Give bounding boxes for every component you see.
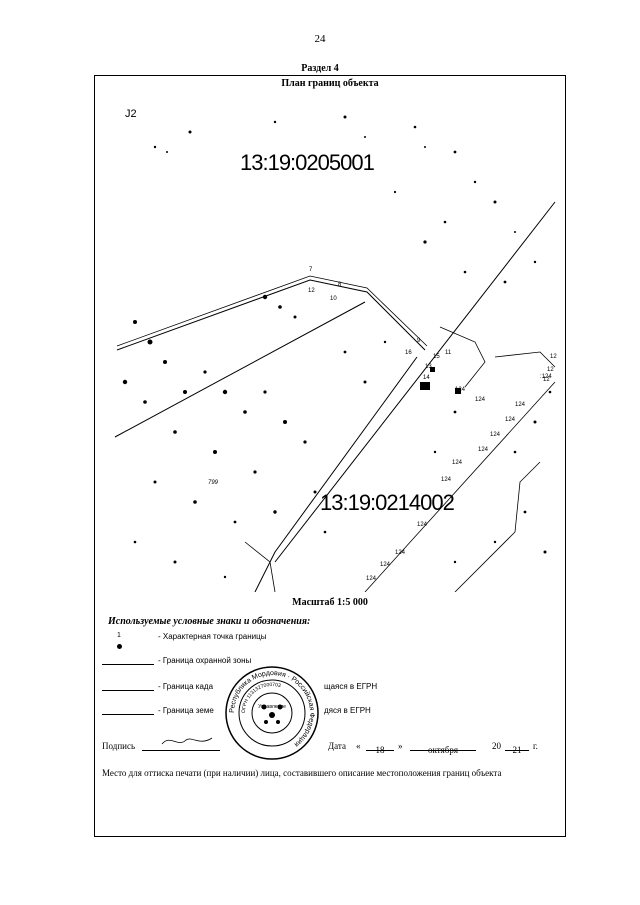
point-label: 15 [433, 354, 440, 360]
point-label-124: 124 [505, 417, 516, 423]
point-label: 14 [423, 375, 430, 381]
legend-line-sample [102, 664, 154, 665]
signature-line [142, 737, 220, 751]
cadastral-map: J2 13:19:0205001 13:19:0214002 799 7 8 9… [95, 92, 565, 592]
point-label-124: 124 [478, 447, 489, 453]
date-year-suffix: 21 [512, 745, 522, 755]
boundary-point-icon [117, 644, 122, 649]
stamp-seal-icon: Республика Мордовия · Российская Федерац… [225, 666, 319, 760]
section-title: Раздел 4 [301, 63, 339, 74]
date-year-unit: г. [533, 741, 538, 751]
date-year-field: 21 [505, 740, 529, 755]
point-label-124: 124 [452, 460, 463, 466]
cadastral-number-bottom: 13:19:0214002 [320, 490, 455, 515]
parcel-label: 799 [208, 480, 219, 486]
stamp-center-text: Управление [258, 704, 286, 710]
legend-item-cadastral-boundary-tail: щаяся в ЕГРН [324, 682, 378, 691]
point-label-124: 124 [380, 562, 391, 568]
point-label-124: 124 [515, 402, 526, 408]
date-day-field: 18 [366, 740, 394, 755]
point-label: 7 [309, 267, 313, 273]
legend-item-land-boundary-tail: дяся в ЕГРН [324, 706, 371, 715]
signature-label: Подпись [102, 741, 136, 751]
point-label-124: 124 [395, 550, 406, 556]
point-label: 12 [547, 367, 554, 373]
point-label-124: 124 [441, 477, 452, 483]
document-frame [94, 75, 566, 837]
point-label: 13 [425, 364, 432, 370]
date-quote-close: » [398, 741, 403, 751]
point-label: 12 [550, 354, 557, 360]
plan-title: План границ объекта [281, 78, 379, 89]
legend-title: Используемые условные знаки и обозначени… [108, 616, 311, 627]
point-label: 12 [308, 288, 315, 294]
point-label-124: 124 [475, 397, 486, 403]
legend-point-number: 1 [117, 632, 121, 639]
page-number: 24 [314, 33, 326, 45]
point-label: 9 [417, 338, 421, 344]
point-label-124: 124 [455, 387, 466, 393]
cadastral-number-top: 13:19:0205001 [240, 150, 375, 175]
point-label-124: :124 [540, 374, 552, 380]
point-label: 12 [543, 377, 550, 383]
signature-scribble-icon [161, 737, 213, 745]
map-scale: Масштаб 1:5 000 [292, 597, 368, 608]
legend-item-land-boundary: - Граница земе [158, 706, 214, 715]
date-month: октября [428, 745, 458, 755]
date-month-field: октября [410, 740, 476, 755]
date-quote-open: « [356, 741, 361, 751]
date-year-prefix: 20 [492, 741, 501, 751]
point-label: 16 [405, 350, 412, 356]
point-label: 8 [338, 282, 342, 288]
legend-line-sample [102, 690, 154, 691]
point-label-124: 124 [366, 576, 377, 582]
legend-item-cadastral-boundary: - Граница када [158, 682, 214, 691]
map-drawing [114, 115, 556, 592]
date-label: Дата [328, 741, 346, 751]
official-stamp: Республика Мордовия · Российская Федерац… [224, 665, 320, 761]
point-label: 11 [445, 350, 452, 356]
buildings [420, 367, 461, 394]
legend-item-protection-zone: - Граница охранной зоны [158, 656, 252, 665]
seal-place-note: Место для оттиска печати (при наличии) л… [102, 768, 502, 778]
parcel-boundary [114, 201, 556, 592]
legend-item-point: - Характерная точка границы [158, 632, 267, 641]
vegetation-speckle [122, 115, 552, 579]
point-label: 10 [330, 296, 337, 302]
point-label-124: 124 [417, 522, 428, 528]
legend-line-sample [102, 714, 154, 715]
point-label-124: 124 [490, 432, 501, 438]
date-day: 18 [375, 745, 385, 755]
map-sheet-label: J2 [125, 108, 137, 120]
